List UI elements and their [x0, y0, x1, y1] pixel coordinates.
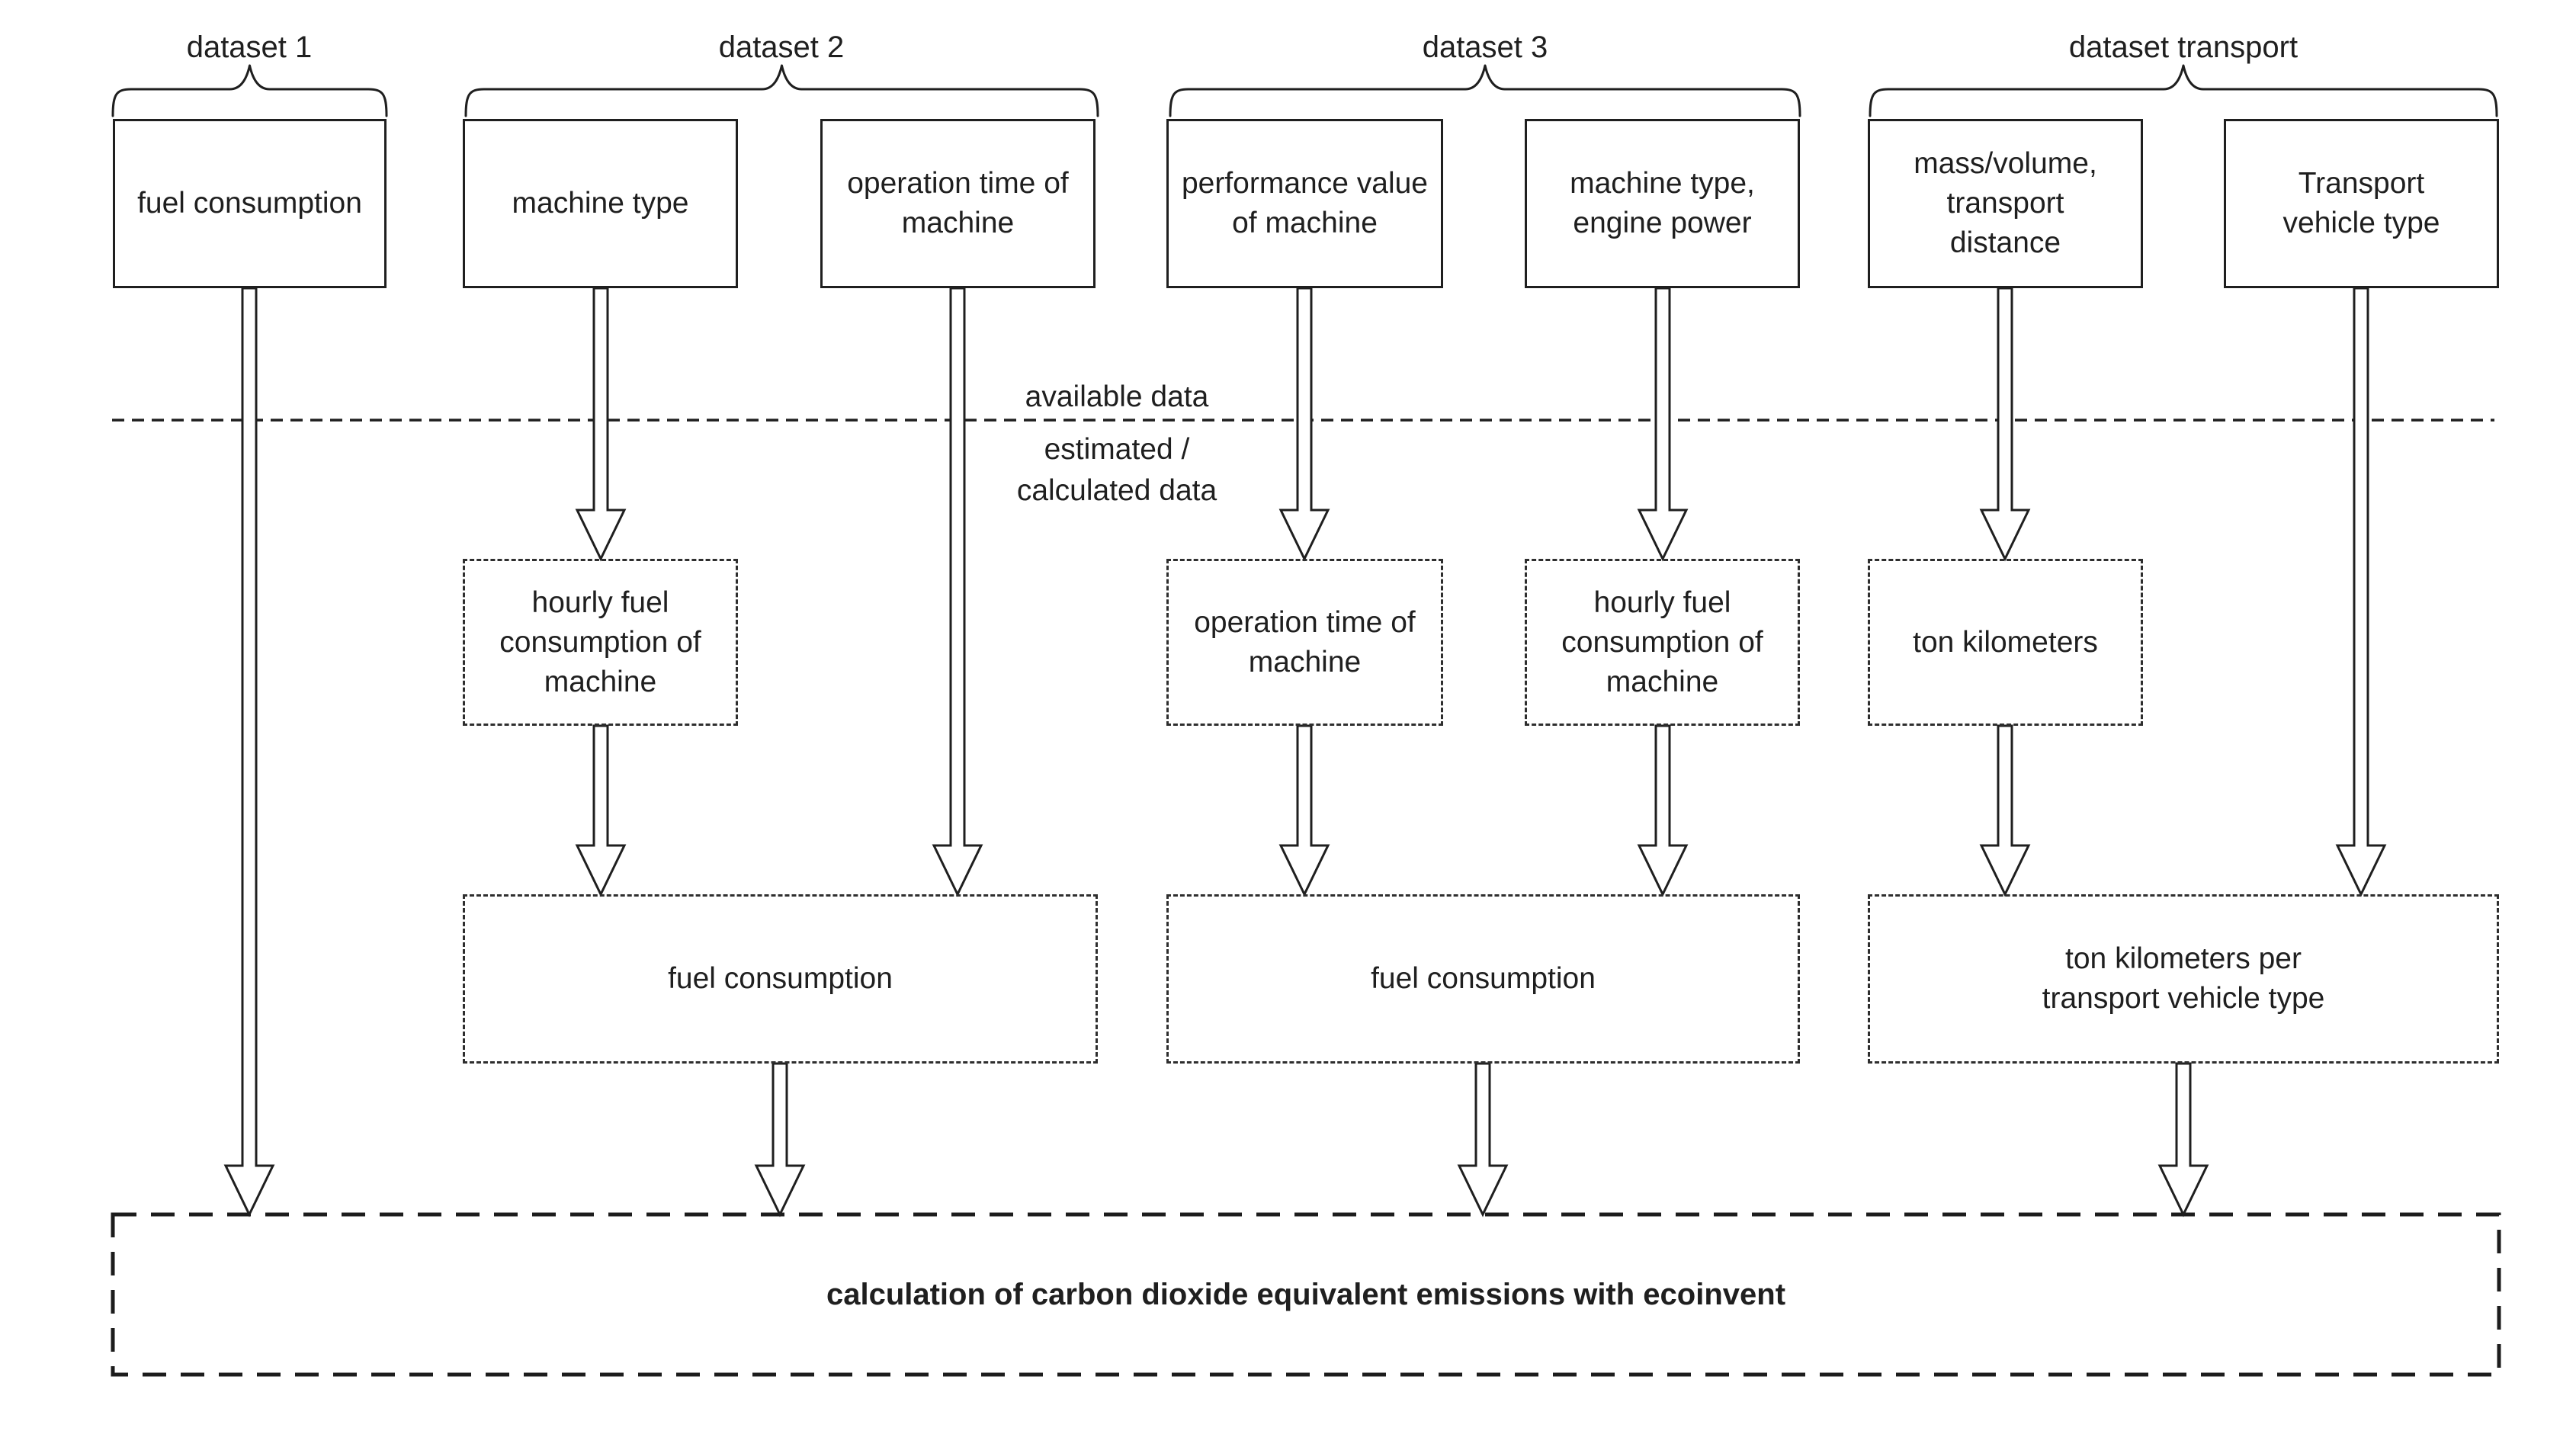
box-label: fuel consumption: [137, 187, 362, 220]
arrow-machine-type-to-hourly-fuel: [575, 287, 627, 562]
box-label: hourly fuel consumption of machine: [1561, 586, 1763, 698]
box-label: machine type: [512, 187, 689, 220]
arrow-fuel-consumption-ds2-to-calculation: [754, 1062, 806, 1218]
calculation-label: calculation of carbon dioxide equivalent…: [826, 1277, 1786, 1311]
arrow-ton-kilometers-per-vehicle-to-calculation: [2157, 1062, 2209, 1218]
arrow-engine-power-to-hourly-fuel-ds3: [1637, 287, 1689, 562]
estimated-calculated-data-label: estimated / calculated data: [1016, 433, 1217, 507]
box-label: ton kilometers per transport vehicle typ…: [2042, 942, 2325, 1015]
box-transport-vehicle-type: Transport vehicle type: [2224, 119, 2499, 288]
box-fuel-consumption-merged-ds3: fuel consumption: [1166, 894, 1800, 1064]
box-operation-time-of-machine: operation time of machine: [820, 119, 1096, 288]
box-label: performance value of machine: [1181, 167, 1428, 239]
box-label: operation time of machine: [1194, 605, 1416, 679]
box-label: fuel consumption: [668, 962, 893, 995]
available-data-label: available data: [1025, 380, 1209, 413]
arrow-hourly-fuel-to-fuel-consumption-ds2: [575, 724, 627, 897]
box-machine-type: machine type: [463, 119, 738, 288]
dataset-3-brace: [1169, 64, 1801, 117]
box-operation-time-estimated-ds3: operation time of machine: [1166, 559, 1443, 726]
arrow-fuel-consumption-to-calculation: [223, 287, 275, 1218]
box-hourly-fuel-consumption-ds2: hourly fuel consumption of machine: [463, 559, 738, 726]
dataset-2-brace: [464, 64, 1099, 117]
box-label: operation time of machine: [847, 167, 1069, 239]
box-ton-kilometers-per-vehicle-type: ton kilometers per transport vehicle typ…: [1868, 894, 2499, 1064]
dataset-2-label: dataset 2: [718, 30, 845, 64]
box-ton-kilometers: ton kilometers: [1868, 559, 2143, 726]
arrow-transport-vehicle-type-to-ton-kilometers-per-vehicle: [2335, 287, 2387, 897]
box-mass-volume-transport-distance: mass/volume, transport distance: [1868, 119, 2143, 288]
dataset-transport-brace: [1869, 64, 2498, 117]
box-label: fuel consumption: [1371, 962, 1596, 995]
box-performance-value-of-machine: performance value of machine: [1166, 119, 1443, 288]
box-label: hourly fuel consumption of machine: [499, 586, 701, 698]
dataset-3-label: dataset 3: [1422, 30, 1548, 64]
dataset-transport-label: dataset transport: [2068, 30, 2299, 64]
arrow-ton-kilometers-to-ton-kilometers-per-vehicle: [1979, 724, 2031, 897]
box-label: machine type, engine power: [1570, 167, 1755, 239]
box-label: Transport vehicle type: [2282, 167, 2440, 239]
arrow-operation-time-to-fuel-consumption-ds3: [1278, 724, 1330, 897]
arrow-operation-time-to-fuel-consumption-ds2: [932, 287, 983, 897]
box-fuel-consumption-available: fuel consumption: [113, 119, 387, 288]
dataset-1-brace: [111, 64, 388, 117]
box-calculation-ecoinvent: calculation of carbon dioxide equivalent…: [113, 1214, 2499, 1375]
box-fuel-consumption-merged-ds2: fuel consumption: [463, 894, 1098, 1064]
dataset-1-label: dataset 1: [186, 30, 313, 64]
calculation-box-border: [111, 1212, 2501, 1377]
box-label: mass/volume, transport distance: [1914, 147, 2097, 259]
box-machine-type-engine-power: machine type, engine power: [1525, 119, 1800, 288]
arrow-performance-value-to-operation-time: [1278, 287, 1330, 562]
arrow-mass-volume-to-ton-kilometers: [1979, 287, 2031, 562]
box-hourly-fuel-consumption-ds3: hourly fuel consumption of machine: [1525, 559, 1800, 726]
box-label: ton kilometers: [1913, 625, 2098, 659]
arrow-hourly-fuel-to-fuel-consumption-ds3: [1637, 724, 1689, 897]
arrow-fuel-consumption-ds3-to-calculation: [1457, 1062, 1509, 1218]
